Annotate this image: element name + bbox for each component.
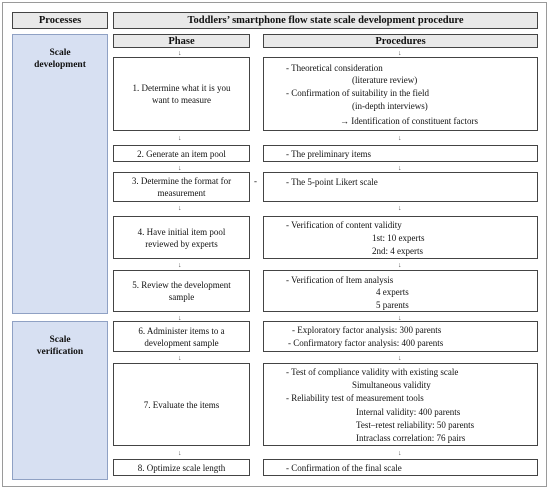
arrow-icon: ↓: [398, 49, 402, 57]
arrow-icon: ↓: [398, 204, 402, 212]
arrow-icon: ↓: [178, 261, 182, 269]
arrow-icon: ↓: [178, 204, 182, 212]
procedures-header: Procedures: [263, 34, 538, 48]
section-scale-verification: Scale verification: [12, 321, 108, 480]
procedures-step-4: - Verification of content validity 1st: …: [263, 216, 538, 259]
procedures-step-3: - The 5-point Likert scale: [263, 172, 538, 202]
phase-step-2: 2. Generate an item pool: [113, 145, 250, 162]
section-scale-development: Scale development: [12, 34, 108, 314]
arrow-icon: ↓: [398, 134, 402, 142]
arrow-icon: ↓: [178, 314, 182, 322]
phase-step-7: 7. Evaluate the items: [113, 363, 250, 446]
procedures-step-8: - Confirmation of the final scale: [263, 459, 538, 476]
arrow-icon: ↓: [178, 49, 182, 57]
phase-header: Phase: [113, 34, 250, 48]
procedures-step-5: - Verification of Item analysis 4 expert…: [263, 270, 538, 312]
arrow-icon: ↓: [398, 261, 402, 269]
processes-header: Processes: [12, 12, 108, 29]
procedure-title: Toddlers’ smartphone flow state scale de…: [113, 12, 538, 29]
arrow-icon: ↓: [178, 164, 182, 172]
procedures-step-6: - Exploratory factor analysis: 300 paren…: [263, 321, 538, 352]
arrow-icon: ↓: [178, 134, 182, 142]
arrow-icon: ↓: [178, 354, 182, 362]
arrow-icon: ↓: [178, 449, 182, 457]
arrow-icon: ↓: [398, 314, 402, 322]
arrow-icon: ↓: [398, 164, 402, 172]
phase-step-8: 8. Optimize scale length: [113, 459, 250, 476]
connector-dash: -: [254, 176, 257, 186]
procedures-step-2: - The preliminary items: [263, 145, 538, 162]
procedures-step-1: - Theoretical consideration (literature …: [263, 57, 538, 131]
procedures-step-7: - Test of compliance validity with exist…: [263, 363, 538, 446]
arrow-icon: ↓: [398, 354, 402, 362]
arrow-icon: ↓: [398, 449, 402, 457]
